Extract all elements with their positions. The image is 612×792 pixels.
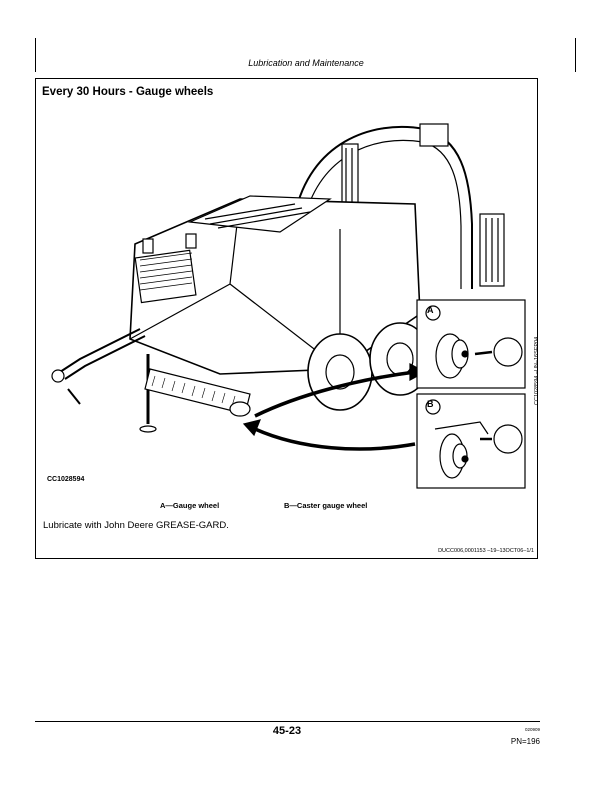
footer-small-code: 020909 [524, 727, 540, 732]
content-frame [35, 78, 538, 559]
figure-side-reference: CC1028594 –UN–16SEP04 [534, 336, 540, 405]
running-head: Lubrication and Maintenance [248, 58, 364, 68]
legend-caster-gauge-wheel: B—Caster gauge wheel [284, 501, 368, 510]
callout-b-label: B [427, 399, 434, 409]
page-number: 45-23 [272, 725, 302, 737]
document-code: DUCC006,0001153 –19–13OCT06–1/1 [438, 548, 534, 554]
figure-id: CC1028594 [47, 476, 85, 483]
header-rule-right [575, 38, 576, 72]
footer-rule [35, 721, 540, 722]
header-rule-left [35, 38, 36, 72]
pn-number: PN=196 [510, 737, 540, 746]
baler-illustration [51, 123, 526, 489]
lubrication-instruction: Lubricate with John Deere GREASE-GARD. [43, 520, 229, 531]
callout-a-label: A [427, 305, 434, 315]
legend-gauge-wheel: A—Gauge wheel [160, 501, 220, 510]
section-title: Every 30 Hours - Gauge wheels [42, 86, 214, 98]
